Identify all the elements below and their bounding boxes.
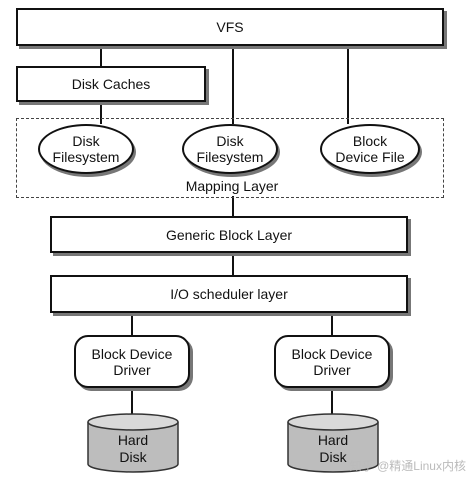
block-device-driver-2: Block Device Driver xyxy=(274,335,390,388)
io-scheduler-layer-label: I/O scheduler layer xyxy=(170,286,288,302)
block-device-file-node: Block Device File xyxy=(320,124,420,174)
driver-2-line1: Block Device xyxy=(291,345,373,362)
generic-block-layer-label: Generic Block Layer xyxy=(165,226,293,243)
connector-driver2-to-disk2 xyxy=(331,388,333,414)
hard-disk-1-line1: Hard xyxy=(117,432,149,448)
block-device-file-line2: Device File xyxy=(335,149,405,165)
io-scheduler-layer-box: I/O scheduler layer xyxy=(50,275,408,313)
mapping-layer-container xyxy=(16,118,444,198)
connector-io-to-driver2 xyxy=(331,313,333,335)
disk-filesystem-1-line2: Filesystem xyxy=(52,149,120,165)
connector-mapping-to-generic xyxy=(232,196,234,216)
hard-disk-2: Hard Disk xyxy=(286,412,380,474)
watermark-text: 知乎 @精通Linux内核 xyxy=(349,459,466,473)
block-device-file-line1: Block xyxy=(352,133,388,149)
disk-filesystem-1-line1: Disk xyxy=(72,133,100,149)
disk-filesystem-node-1: Disk Filesystem xyxy=(38,124,134,174)
connector-io-to-driver1 xyxy=(131,313,133,335)
connector-vfs-to-cache xyxy=(100,46,102,66)
connector-cache-to-fs xyxy=(100,102,102,124)
disk-filesystem-2-line1: Disk xyxy=(216,133,244,149)
disk-caches-box: Disk Caches xyxy=(16,66,206,102)
vfs-label: VFS xyxy=(216,19,244,35)
connector-driver1-to-disk1 xyxy=(131,388,133,414)
hard-disk-2-icon xyxy=(287,413,379,473)
mapping-layer-label: Mapping Layer xyxy=(185,178,279,194)
vfs-box: VFS xyxy=(16,8,444,46)
hard-disk-1: Hard Disk xyxy=(86,412,180,474)
hard-disk-1-icon xyxy=(87,413,179,473)
disk-filesystem-node-2: Disk Filesystem xyxy=(182,124,278,174)
connector-vfs-to-fs2 xyxy=(232,46,234,124)
hard-disk-1-line2: Disk xyxy=(119,449,147,465)
connector-generic-to-io xyxy=(232,253,234,275)
disk-filesystem-2-line2: Filesystem xyxy=(196,149,264,165)
connector-vfs-to-blockdev xyxy=(347,46,349,124)
hard-disk-2-line1: Hard xyxy=(317,432,349,448)
driver-1-line1: Block Device xyxy=(91,345,173,362)
disk-caches-label: Disk Caches xyxy=(71,76,151,92)
hard-disk-2-line2: Disk xyxy=(319,449,347,465)
block-device-driver-1: Block Device Driver xyxy=(74,335,190,388)
driver-1-line2: Driver xyxy=(113,361,151,378)
driver-2-line2: Driver xyxy=(313,361,351,378)
generic-block-layer-box: Generic Block Layer xyxy=(50,216,408,253)
